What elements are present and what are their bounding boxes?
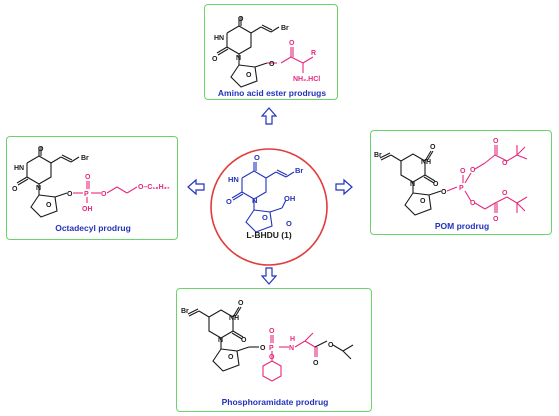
bottom-atom-h: H <box>290 336 295 343</box>
top-atom-hn: HN <box>214 35 224 42</box>
left-octadecyl-chain: O–C₁₈H₃₇ <box>138 184 170 191</box>
left-atom-p: P <box>84 191 89 198</box>
top-amine: NH₂.HCl <box>293 76 320 83</box>
right-atom-n: N <box>410 181 415 188</box>
bottom-atom-n: N <box>218 337 223 344</box>
right-atom-o-c2: O <box>493 216 499 223</box>
bottom-atom-o2: O <box>241 337 247 344</box>
right-atom-o-e2: O <box>502 190 508 197</box>
arrow-up <box>260 107 278 125</box>
left-atom-o-double: O <box>85 174 91 181</box>
bottom-atom-o-carbonyl: O <box>313 360 319 367</box>
top-atom-n: N <box>236 55 241 62</box>
right-atom-o3: O <box>420 198 426 205</box>
bottom-atom-p: P <box>269 345 274 352</box>
arrow-right <box>335 178 353 196</box>
right-atom-o-double: O <box>460 168 466 175</box>
right-atom-o-upper: O <box>470 167 476 174</box>
arrow-down <box>260 267 278 285</box>
right-atom-o-c1: O <box>493 138 499 145</box>
bottom-atom-o3: O <box>228 354 234 361</box>
bottom-atom-n-amide: N <box>289 345 294 352</box>
right-atom-o-lower: O <box>470 200 476 207</box>
left-atom-o-ether: O <box>101 191 107 198</box>
left-atom-hn: HN <box>14 165 24 172</box>
top-atom-o2: O <box>212 56 218 63</box>
top-atom-o-ester: O <box>269 61 275 68</box>
left-atom-o2: O <box>12 186 18 193</box>
caption-octadecyl: Octadecyl prodrug <box>55 223 131 233</box>
center-atom-o1: O <box>254 153 260 162</box>
pom-structure: Br O NH O N O O P O O O O O O O <box>374 138 528 223</box>
right-atom-o-e1: O <box>502 160 508 167</box>
octadecyl-structure: O HN O N Br O O P O OH O O–C₁₈H₃₇ <box>12 146 170 218</box>
arrows <box>187 107 353 285</box>
top-atom-br: Br <box>281 25 289 32</box>
center-compound-circle <box>210 148 328 266</box>
right-atom-p: P <box>459 185 464 192</box>
amino-acid-structure: O HN O N Br O O O R NH₂.HCl <box>212 16 320 88</box>
bottom-atom-o1: O <box>238 300 244 307</box>
right-atom-o2: O <box>433 181 439 188</box>
center-atom-n: N <box>252 196 257 205</box>
panel-amino-acid: O HN O N Br O O O R NH₂.HCl Amino acid e… <box>204 4 338 100</box>
right-atom-o1: O <box>430 144 436 151</box>
bottom-atom-o-phenoxy: O <box>269 354 275 361</box>
center-atom-hn: HN <box>228 175 239 184</box>
panel-phosphoramidate: Br O NH O N O O P O O N H O O Phosphoram… <box>176 288 372 412</box>
caption-lbhdu: L-BHDU (1) <box>246 230 292 240</box>
panel-pom: Br O NH O N O O P O O O O O O O POM prod… <box>370 130 552 235</box>
left-atom-n: N <box>36 185 41 192</box>
bottom-atom-o-ester: O <box>328 342 334 349</box>
center-atom-o2: O <box>226 197 232 206</box>
top-atom-r: R <box>311 50 316 57</box>
caption-phosphoramidate: Phosphoramidate prodrug <box>221 397 329 407</box>
arrow-left <box>187 178 205 196</box>
top-atom-o3: O <box>246 72 252 79</box>
left-atom-o3: O <box>46 202 52 209</box>
top-atom-o-carbonyl: O <box>289 40 295 47</box>
bottom-atom-nh: NH <box>229 315 239 322</box>
bottom-atom-o-link: O <box>260 345 266 352</box>
right-atom-o-link: O <box>441 189 447 196</box>
bottom-atom-o-double: O <box>269 328 275 335</box>
left-atom-o-link: O <box>67 191 73 198</box>
center-atom-oh: OH <box>284 194 295 203</box>
caption-pom: POM prodrug <box>434 221 490 231</box>
phosphoramidate-structure: Br O NH O N O O P O O N H O O <box>181 300 354 382</box>
center-atom-br: Br <box>295 166 303 175</box>
center-atom-o3: O <box>262 213 268 222</box>
caption-amino-acid: Amino acid ester prodrugs <box>217 88 327 98</box>
bottom-atom-br: Br <box>181 308 189 315</box>
center-atom-o4: O <box>286 219 292 228</box>
right-atom-br: Br <box>374 152 382 159</box>
panel-octadecyl: O HN O N Br O O P O OH O O–C₁₈H₃₇ Octade… <box>6 136 178 240</box>
left-atom-o1: O <box>38 146 44 153</box>
left-atom-oh: OH <box>82 206 93 213</box>
right-atom-nh: NH <box>421 159 431 166</box>
lbhdu-structure <box>231 162 295 233</box>
top-atom-o1: O <box>238 16 244 23</box>
left-atom-br: Br <box>81 155 89 162</box>
